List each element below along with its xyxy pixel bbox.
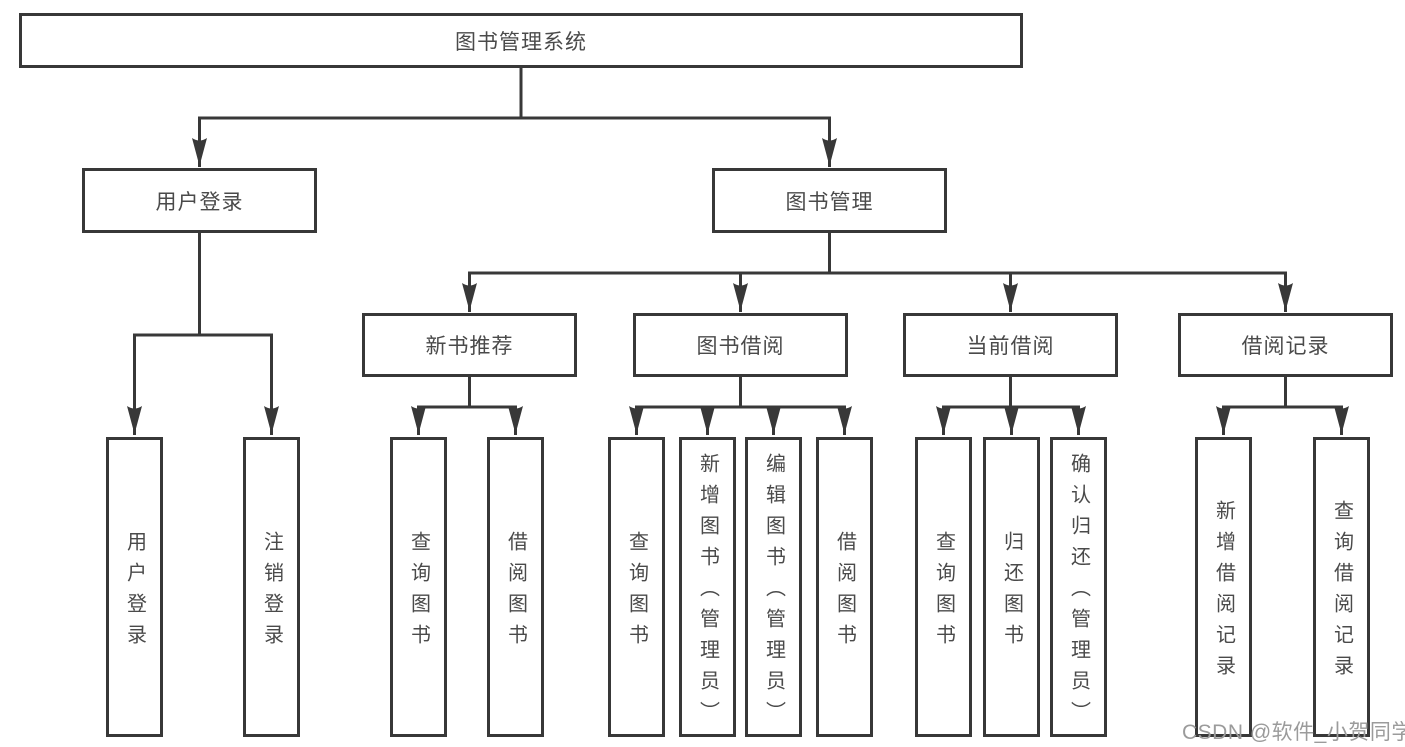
node-root-system: 图书管理系统: [19, 13, 1023, 68]
leaf-return-books: 归还图书: [983, 437, 1040, 737]
leaf-query-books-borrowing-label: 查询图书: [625, 530, 648, 655]
leaf-confirm-return-admin-label: 确认归还（管理员）: [1067, 453, 1090, 732]
leaf-add-borrow-record-label: 新增借阅记录: [1212, 499, 1235, 686]
leaf-add-books-admin-label: 新增图书（管理员）: [696, 453, 719, 732]
node-new-book-recommend: 新书推荐: [362, 313, 577, 377]
leaf-query-books-borrowing: 查询图书: [608, 437, 665, 737]
node-book-borrowing-label: 图书借阅: [696, 335, 785, 358]
leaf-add-books-admin: 新增图书（管理员）: [679, 437, 736, 737]
node-user-login-branch-label: 用户登录: [155, 190, 244, 214]
node-borrowing-records: 借阅记录: [1178, 313, 1393, 377]
leaf-query-books-recommend-label: 查询图书: [407, 530, 430, 655]
leaf-logout: 注销登录: [243, 437, 300, 737]
node-book-management-label: 图书管理: [785, 190, 874, 214]
node-new-book-recommend-label: 新书推荐: [425, 335, 514, 358]
leaf-borrow-books-recommend-label: 借阅图书: [504, 530, 527, 655]
node-root-label: 图书管理系统: [455, 30, 587, 54]
node-current-borrowing-label: 当前借阅: [966, 335, 1055, 358]
leaf-user-login: 用户登录: [106, 437, 163, 737]
leaf-logout-label: 注销登录: [260, 530, 283, 655]
leaf-confirm-return-admin: 确认归还（管理员）: [1050, 437, 1107, 737]
leaf-query-borrow-record: 查询借阅记录: [1313, 437, 1370, 737]
leaf-edit-books-admin: 编辑图书（管理员）: [745, 437, 802, 737]
leaf-query-borrow-record-label: 查询借阅记录: [1330, 499, 1353, 686]
leaf-return-books-label: 归还图书: [1000, 530, 1023, 655]
leaf-query-books-current: 查询图书: [915, 437, 972, 737]
leaf-add-borrow-record: 新增借阅记录: [1195, 437, 1252, 737]
node-borrowing-records-label: 借阅记录: [1241, 335, 1330, 358]
node-user-login-branch: 用户登录: [82, 168, 317, 233]
leaf-borrow-books-borrowing-label: 借阅图书: [833, 530, 856, 655]
leaf-query-books-recommend: 查询图书: [390, 437, 447, 737]
leaf-user-login-label: 用户登录: [123, 530, 146, 655]
leaf-edit-books-admin-label: 编辑图书（管理员）: [762, 453, 785, 732]
watermark-text: CSDN @软件_小贺同学: [1182, 721, 1405, 744]
node-current-borrowing: 当前借阅: [903, 313, 1118, 377]
leaf-query-books-current-label: 查询图书: [932, 530, 955, 655]
leaf-borrow-books-recommend: 借阅图书: [487, 437, 544, 737]
node-book-borrowing: 图书借阅: [633, 313, 848, 377]
leaf-borrow-books-borrowing: 借阅图书: [816, 437, 873, 737]
node-book-management: 图书管理: [712, 168, 947, 233]
connector-paths: [133, 68, 1343, 435]
